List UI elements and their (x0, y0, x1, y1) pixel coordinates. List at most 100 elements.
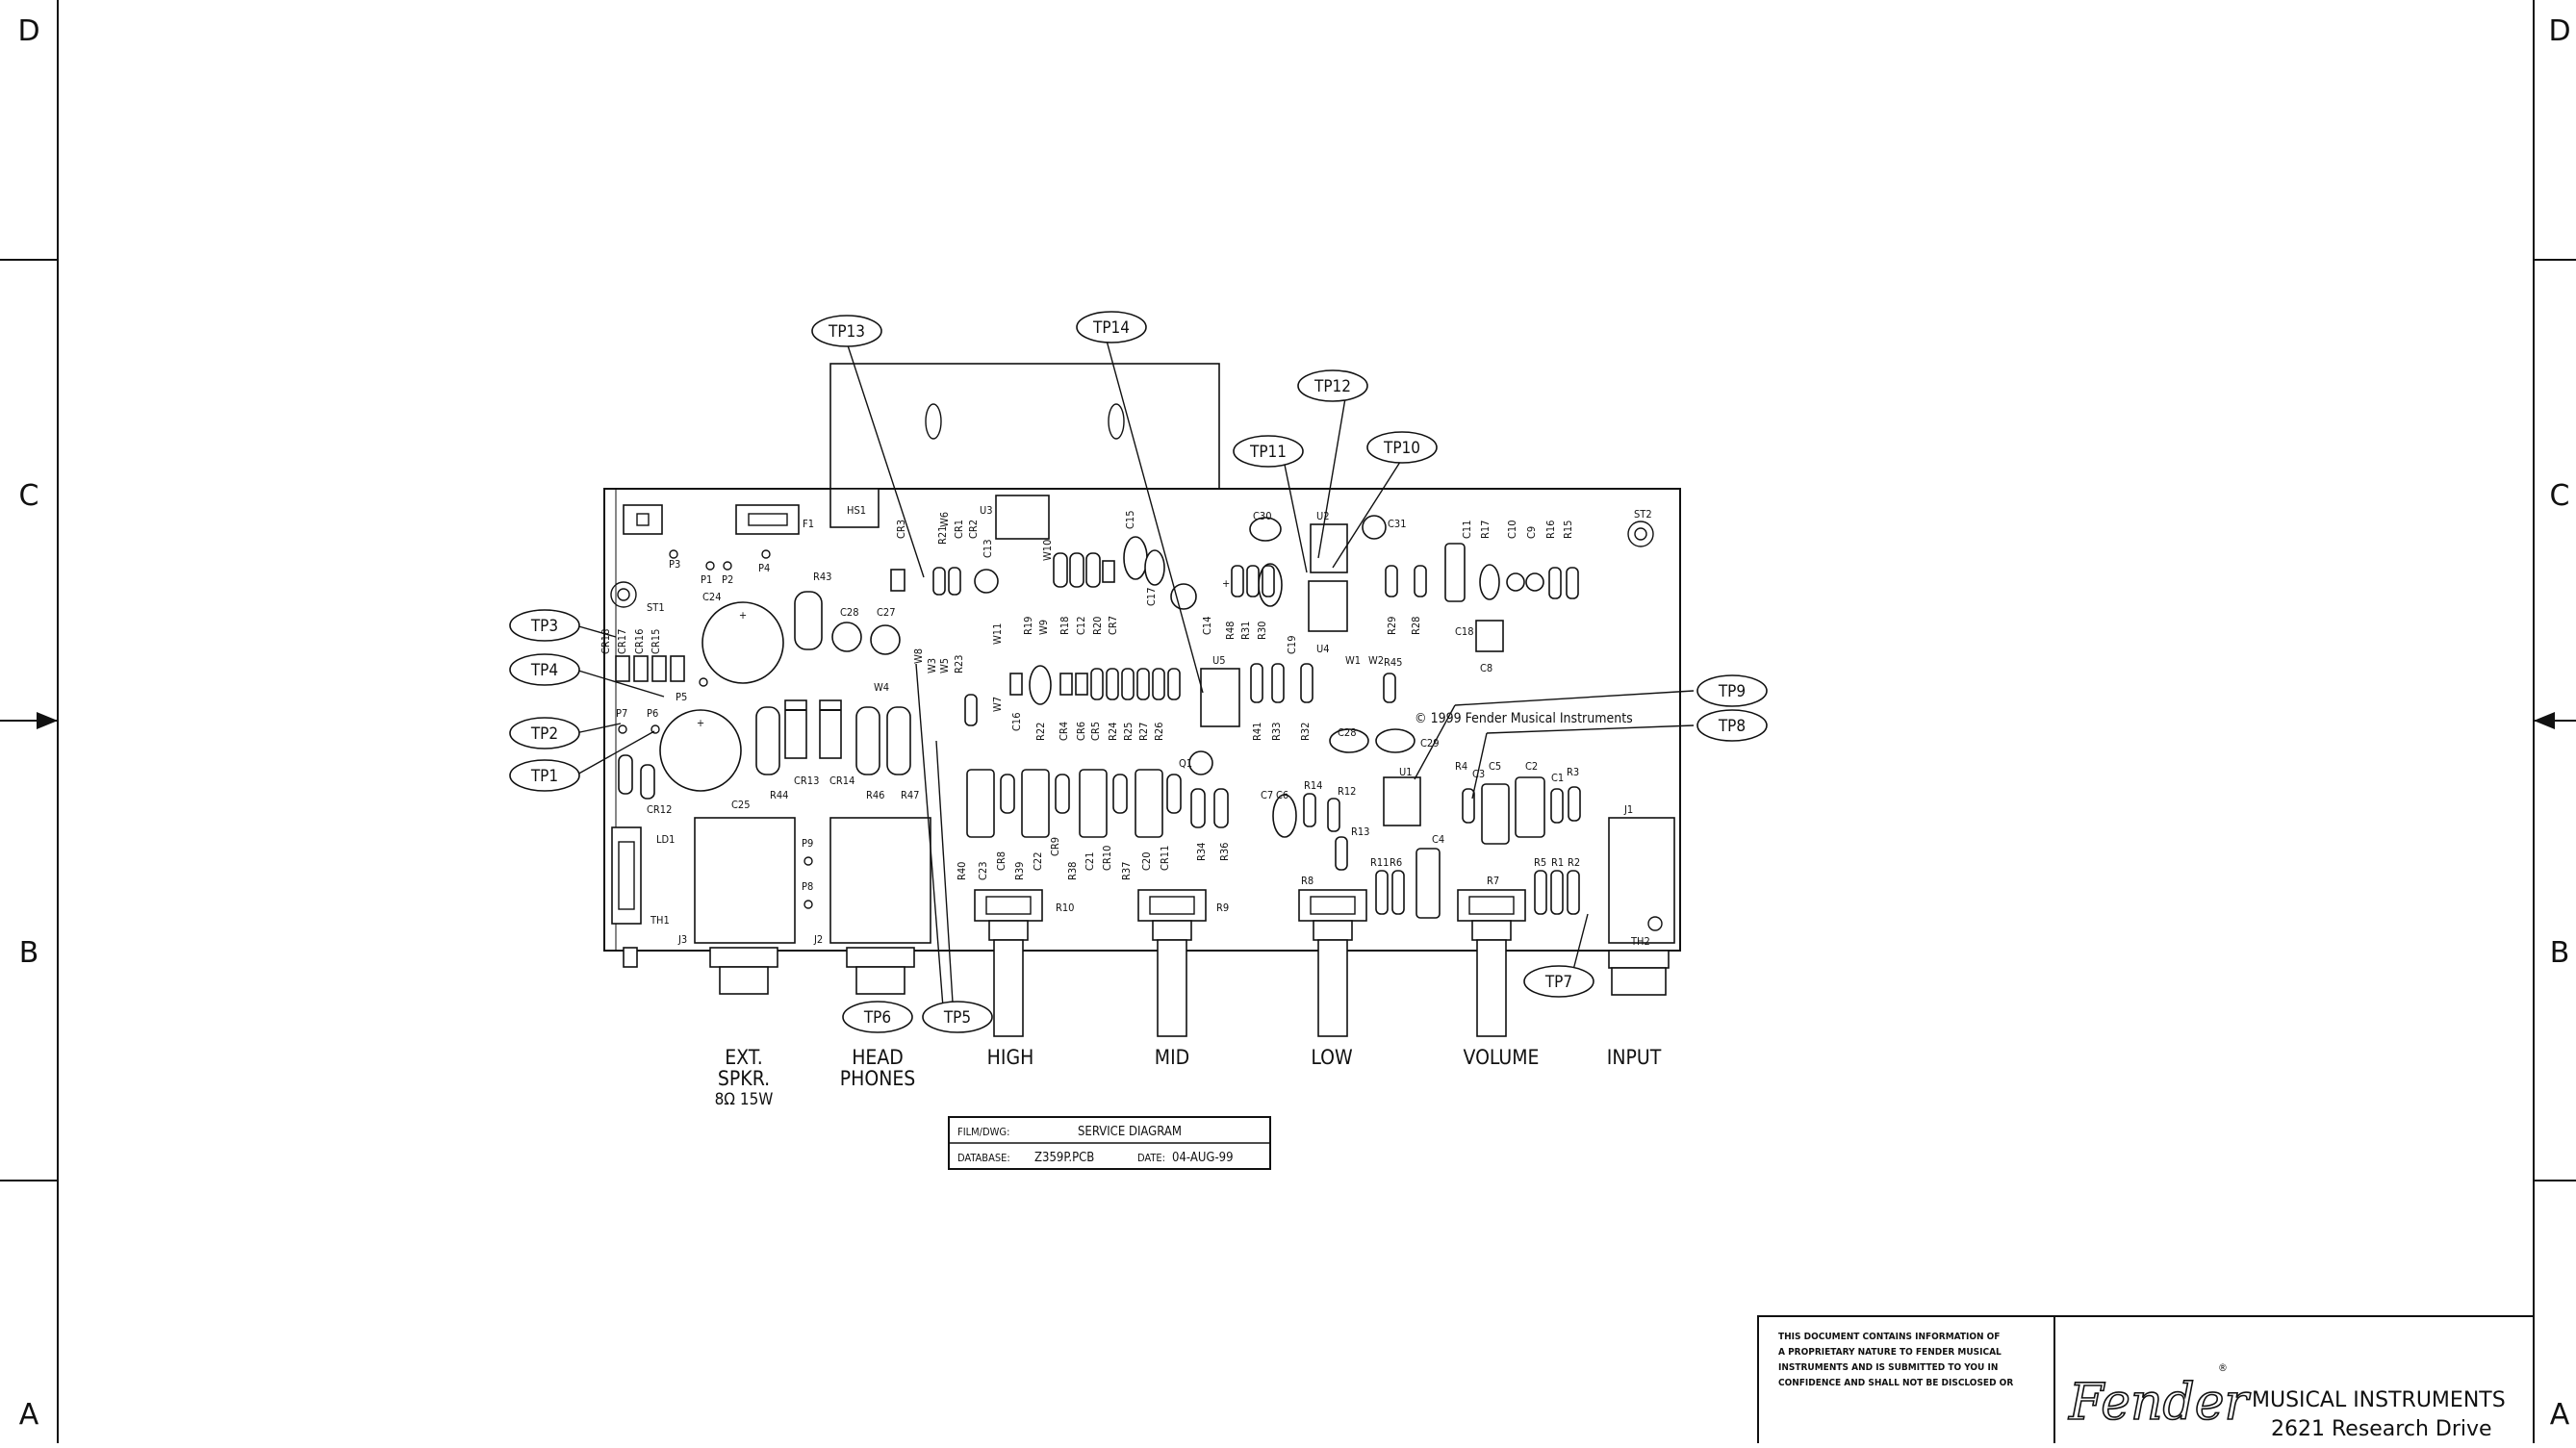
part-label: W1 (1345, 654, 1361, 667)
part-label: R38 (1066, 862, 1079, 880)
part-label: R28 (1410, 617, 1422, 635)
part-label: CR1 (953, 520, 965, 539)
pad (761, 549, 771, 559)
led-ld1 (611, 826, 642, 925)
resistor (932, 567, 946, 596)
part-label: ST2 (1634, 508, 1652, 521)
resistor (948, 567, 961, 596)
resistor (1009, 673, 1023, 696)
pot-body (1457, 889, 1526, 922)
headphones-label: PHONES (840, 1067, 916, 1090)
part-label: C22 (1032, 851, 1044, 871)
pot-face (1310, 896, 1356, 915)
part-label: R25 (1122, 723, 1135, 741)
part-label: C28 (1338, 726, 1357, 739)
resistor-r11 (1375, 870, 1389, 915)
pad (803, 856, 813, 866)
part-label: C19 (1286, 635, 1298, 654)
zone-letter: A (2550, 1398, 2570, 1432)
date-value: 04-AUG-99 (1172, 1151, 1234, 1165)
leader-tp8 (1486, 724, 1695, 734)
part-label: R3 (1567, 766, 1579, 778)
ext-speaker-label: SPKR. (718, 1067, 770, 1090)
jack-j2 (829, 817, 931, 944)
part-label: W5 (938, 658, 951, 673)
leader-tp12 (1317, 397, 1346, 559)
test-point-bubble (1076, 311, 1147, 343)
test-point-bubble (509, 653, 580, 686)
resistor (1548, 567, 1562, 599)
capacitor-c7 (1272, 794, 1297, 838)
part-label: R34 (1195, 843, 1208, 861)
leader-tp7 (1572, 913, 1589, 971)
resistor (1055, 774, 1070, 814)
capacitor-c28 (831, 622, 862, 652)
resistor-r47 (886, 706, 911, 775)
test-point-bubble (1523, 965, 1594, 998)
diode-cr13 (784, 699, 807, 759)
part-label: TH2 (1630, 935, 1650, 948)
part-label: R26 (1153, 723, 1165, 741)
part-label: R16 (1544, 521, 1557, 539)
part-label: R40 (956, 862, 968, 880)
low-label: LOW (1311, 1046, 1353, 1069)
control-labels: EXT. SPKR. 8Ω 15W HEAD PHONES HIGH MID L… (715, 1046, 1662, 1109)
pad (699, 677, 708, 687)
part-label: W7 (991, 697, 1004, 712)
part-label: C17 (1145, 587, 1158, 606)
standoff-hole (1634, 527, 1647, 541)
resistor-r43 (794, 591, 823, 650)
test-point-label: TP2 (530, 724, 558, 744)
part-label: U5 (1212, 654, 1226, 667)
led-leg (623, 947, 638, 968)
capacitor (1525, 572, 1544, 592)
heatsink (829, 363, 1220, 490)
part-label: R9 (1216, 902, 1229, 914)
pot-body (1137, 889, 1207, 922)
tone-stack-section: U1 C4 J1 TH2 (966, 766, 1675, 996)
test-point-leaders (574, 340, 1695, 1008)
test-point-bubble (842, 1001, 913, 1033)
leader-tp1 (574, 730, 655, 776)
volume-label: VOLUME (1464, 1046, 1540, 1069)
part-label: HS1 (847, 504, 866, 517)
output-jacks: LD1 TH1 J3 P9 P8 J2 (611, 817, 931, 995)
pot-shaft (1157, 939, 1187, 1037)
high-label: HIGH (987, 1046, 1034, 1069)
pot-shaft (1317, 939, 1348, 1037)
pad (803, 900, 813, 909)
resistor (1166, 774, 1182, 814)
part-label: C23 (977, 861, 989, 880)
test-point-bubble (509, 759, 580, 792)
polarity-mark: + (1222, 577, 1230, 590)
part-label: R7 (1487, 875, 1499, 887)
pcb-board: HS1 U3 (603, 488, 1681, 952)
part-label: R47 (901, 789, 919, 801)
test-point-label: TP3 (530, 617, 558, 636)
leader-tp4 (574, 669, 665, 698)
resistor (1231, 565, 1244, 597)
standoff-st1 (610, 581, 637, 608)
part-label: CR12 (647, 803, 672, 816)
part-label: P7 (616, 707, 627, 720)
pot-bushing (988, 920, 1029, 941)
ic-u2 (1310, 523, 1348, 573)
fuse-clip (623, 504, 663, 535)
capacitor (1479, 564, 1500, 600)
capacitor-c28 (1329, 728, 1369, 753)
part-label: CR13 (794, 775, 819, 787)
pot-r9: R9 (1137, 889, 1229, 1037)
part-label: CR8 (995, 851, 1007, 871)
part-label: C13 (982, 539, 994, 558)
leader-tp3 (574, 624, 617, 638)
capacitor-c5 (1481, 783, 1510, 845)
resistor (1414, 565, 1427, 597)
part-label: R36 (1218, 843, 1231, 861)
part-label: R15 (1562, 521, 1574, 539)
diode-cr3 (890, 569, 905, 592)
test-point-tp9: TP9 (1696, 674, 1768, 707)
pot-body (1298, 889, 1367, 922)
test-point-label: TP13 (828, 322, 865, 342)
disclaimer-line: INSTRUMENTS AND IS SUBMITTED TO YOU IN (1778, 1362, 1998, 1373)
part-label: C1 (1551, 772, 1564, 784)
